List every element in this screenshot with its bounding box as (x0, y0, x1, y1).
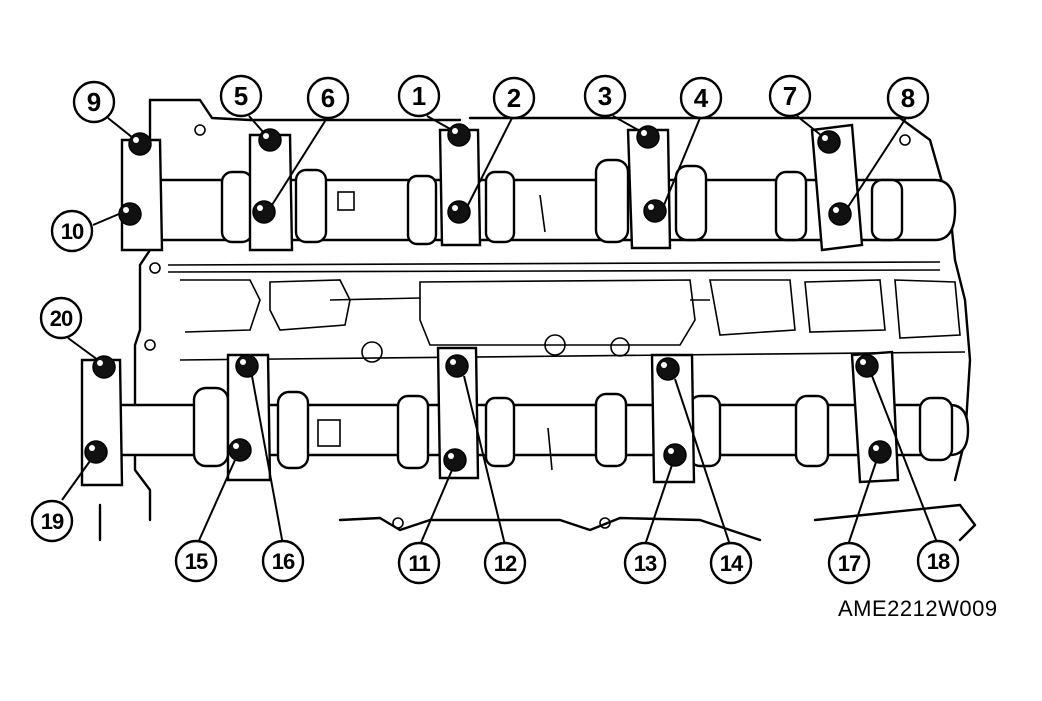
bolt-19 (84, 440, 108, 464)
svg-text:6: 6 (321, 83, 335, 113)
bearing-cap (436, 346, 480, 480)
bolt-15 (228, 438, 252, 462)
callout-17: 17 (827, 541, 871, 585)
cam-lobe (594, 158, 630, 244)
svg-text:12: 12 (494, 551, 517, 576)
callout-11: 11 (397, 541, 441, 585)
cam-lobe (276, 390, 310, 470)
figure-code: AME2212W009 (838, 596, 998, 621)
callout-18: 18 (916, 539, 960, 583)
svg-text:17: 17 (838, 551, 861, 576)
svg-text:13: 13 (634, 551, 657, 576)
bolt-2 (447, 200, 471, 224)
callout-20: 20 (39, 296, 83, 340)
cylinder-head-outline (98, 98, 977, 542)
bolt-8 (828, 202, 852, 226)
cam-lobe (396, 394, 430, 470)
bolt-18 (855, 354, 879, 378)
cam-lobe (294, 168, 328, 244)
svg-text:11: 11 (408, 551, 430, 576)
callout-1: 1 (397, 74, 441, 118)
svg-text:4: 4 (694, 83, 709, 113)
cam-lobe (794, 394, 830, 468)
callout-15: 15 (174, 539, 218, 583)
svg-text:20: 20 (50, 306, 73, 331)
callout-5: 5 (219, 74, 263, 118)
cam-lobe (674, 164, 708, 242)
svg-text:19: 19 (41, 509, 64, 534)
callout-9: 9 (72, 80, 116, 124)
bolt-17 (868, 440, 892, 464)
bearing-cap (80, 358, 124, 487)
callout-19: 19 (30, 499, 74, 543)
svg-text:2: 2 (507, 83, 521, 113)
cam-lobe (192, 386, 230, 468)
bearing-cap (438, 128, 482, 247)
cam-lobe (406, 174, 438, 246)
bolt-5 (258, 128, 282, 152)
bolt-14 (656, 357, 680, 381)
bolt-12 (445, 354, 469, 378)
svg-text:15: 15 (185, 549, 208, 574)
bolt-7 (817, 130, 841, 154)
callout-2: 2 (492, 76, 536, 120)
callout-16: 16 (261, 539, 305, 583)
cam-lobe (484, 170, 516, 244)
bolt-9 (128, 132, 152, 156)
bolt-16 (235, 354, 259, 378)
bolt-20 (92, 355, 116, 379)
lower-camshaft (118, 386, 970, 471)
bearing-cap (120, 138, 164, 252)
leader-lines (61, 115, 939, 546)
callout-8: 8 (886, 76, 930, 120)
cam-lobe (774, 170, 808, 242)
bolt-13 (663, 443, 687, 467)
svg-text:8: 8 (901, 83, 915, 113)
callout-10: 10 (50, 209, 94, 253)
svg-text:10: 10 (61, 219, 84, 244)
svg-text:18: 18 (927, 549, 950, 574)
cam-lobe (918, 396, 954, 462)
svg-text:5: 5 (234, 81, 248, 111)
cam-lobe (220, 170, 254, 244)
cam-lobe (484, 396, 516, 468)
bolts (84, 123, 892, 472)
bearing-cap (248, 133, 294, 252)
bolt-3 (636, 125, 660, 149)
callout-14: 14 (709, 541, 753, 585)
svg-text:16: 16 (272, 549, 295, 574)
bolt-11 (443, 448, 467, 472)
svg-text:3: 3 (598, 81, 612, 111)
bolt-6 (252, 200, 276, 224)
svg-text:7: 7 (783, 81, 797, 111)
callout-7: 7 (768, 74, 812, 118)
bolt-1 (447, 123, 471, 147)
upper-camshaft (158, 158, 957, 246)
callout-12: 12 (483, 541, 527, 585)
callout-6: 6 (306, 76, 350, 120)
svg-text:14: 14 (720, 551, 744, 576)
callout-13: 13 (623, 541, 667, 585)
bolt-4 (643, 199, 667, 223)
cam-lobe (870, 178, 904, 242)
bolt-10 (118, 202, 142, 226)
svg-text:1: 1 (412, 81, 426, 111)
cam-lobe (594, 392, 628, 468)
svg-text:9: 9 (87, 87, 101, 117)
callouts: 1 2 3 4 5 6 7 8 9 10 11 12 13 14 15 16 1… (30, 74, 960, 585)
callout-3: 3 (583, 74, 627, 118)
callout-4: 4 (679, 76, 723, 120)
